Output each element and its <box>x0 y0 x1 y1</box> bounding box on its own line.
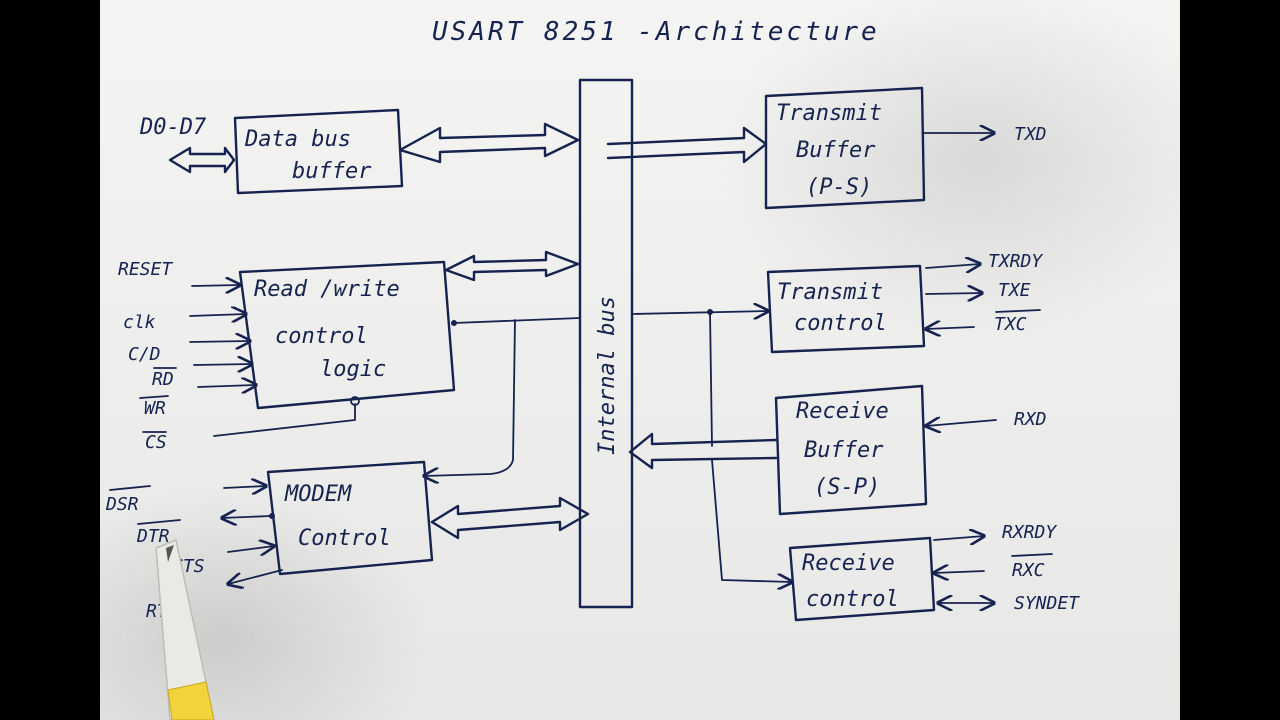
transmit-buffer-line-3: (P-S) <box>806 175 872 200</box>
label-syndet: SYNDET <box>1014 593 1080 614</box>
label-dtr: DTR <box>136 526 170 547</box>
dsr-arrow <box>223 486 266 488</box>
pen-object <box>155 538 215 720</box>
label-rd: RD <box>152 369 174 390</box>
receive-buffer-to-bus-arrow <box>628 432 778 470</box>
data-bus-buffer-line-1: Data bus <box>244 127 351 152</box>
dtr-arrow <box>222 516 271 518</box>
rxrdy-arrow <box>933 536 984 540</box>
diagram-title: USART 8251 -Architecture <box>432 17 880 47</box>
receive-buffer-line-2: Buffer <box>804 438 884 463</box>
bus-to-receive-control-line <box>711 459 792 582</box>
label-rxrdy: RXRDY <box>1002 522 1057 543</box>
bus-to-transmit-control-line <box>631 311 768 314</box>
internal-bus-block <box>578 78 634 609</box>
rw-control-line-2: control <box>275 324 368 349</box>
label-txe: TXE <box>998 280 1031 301</box>
cs-line <box>213 403 356 437</box>
rw-to-modem-line <box>424 319 516 476</box>
txe-arrow <box>925 293 982 294</box>
data-bus-to-internal-bus-arrow <box>398 122 580 164</box>
txrdy-arrow <box>925 264 980 268</box>
label-txrdy: TXRDY <box>988 251 1043 272</box>
dtr-overbar <box>137 519 181 525</box>
modem-control-block: MODEM Control <box>266 460 434 576</box>
label-wr: WR <box>144 398 166 419</box>
modem-to-internal-bus-arrow <box>430 496 590 540</box>
wr-arrow <box>197 385 256 387</box>
rd-arrow <box>193 364 252 365</box>
d0-d7-bidirectional-arrow <box>168 146 236 174</box>
txc-arrow <box>926 327 975 329</box>
modem-control-line-1: MODEM <box>284 482 352 507</box>
transmit-buffer-block: Transmit Buffer (P-S) <box>764 86 926 210</box>
clk-arrow <box>189 314 246 316</box>
data-bus-buffer-block: Data bus buffer <box>233 108 404 195</box>
dsr-overbar <box>109 485 151 491</box>
reset-arrow <box>191 285 240 286</box>
receive-buffer-block: Receive Buffer (S-P) <box>774 384 928 516</box>
label-d0-d7: D0-D7 <box>139 115 207 140</box>
cs-bubble <box>350 396 360 406</box>
receive-buffer-line-1: Receive <box>796 399 889 424</box>
transmit-control-block: Transmit control <box>766 264 926 354</box>
rw-to-internal-bus-arrow <box>444 250 580 282</box>
transmit-buffer-line-2: Buffer <box>796 138 876 163</box>
transmit-buffer-line-1: Transmit <box>776 101 882 126</box>
label-cd: C/D <box>128 344 161 365</box>
cts-arrow <box>227 546 274 552</box>
cd-arrow <box>189 341 250 342</box>
transmit-control-line-1: Transmit <box>777 280 883 305</box>
label-rxd: RXD <box>1014 409 1047 430</box>
label-cs: CS <box>145 432 167 453</box>
internal-bus-label: Internal bus <box>595 296 620 455</box>
read-write-control-block: Read /write control logic <box>238 260 456 410</box>
receive-control-block: Receive control <box>788 536 936 622</box>
label-dsr: DSR <box>105 494 139 515</box>
receive-control-line-1: Receive <box>802 551 895 576</box>
paper-sheet <box>100 0 1180 720</box>
rxc-arrow <box>934 571 985 573</box>
rw-control-line-to-bus <box>453 317 581 324</box>
rxd-arrow <box>926 420 997 426</box>
modem-control-line-2: Control <box>298 526 391 551</box>
rxc-overbar <box>1011 553 1053 557</box>
wr-overbar <box>139 395 169 399</box>
label-txc: TXC <box>994 314 1027 335</box>
rw-control-line-3: logic <box>320 357 386 382</box>
receive-buffer-line-3: (S-P) <box>814 475 880 500</box>
label-reset: RESET <box>118 259 173 280</box>
label-rxc: RXC <box>1012 560 1045 581</box>
data-bus-buffer-line-2: buffer <box>292 159 372 184</box>
control-bus-vertical-1 <box>709 311 713 447</box>
bus-to-transmit-buffer-arrow <box>606 126 768 164</box>
rts-arrow <box>228 569 283 584</box>
transmit-control-line-2: control <box>794 311 887 336</box>
label-txd: TXD <box>1014 124 1047 145</box>
label-clk: clk <box>123 312 156 333</box>
receive-control-line-2: control <box>806 587 899 612</box>
rw-control-line-1: Read /write <box>254 277 400 302</box>
txc-overbar <box>995 309 1041 313</box>
